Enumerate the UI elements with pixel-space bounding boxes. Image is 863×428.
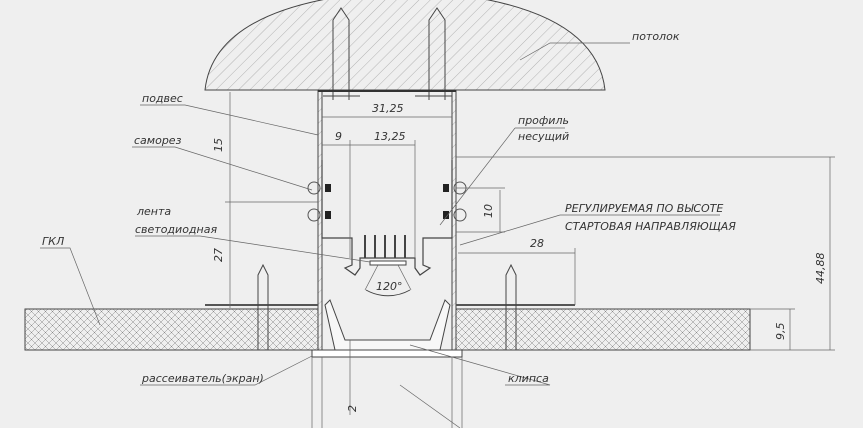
label-guide-2: СТАРТОВАЯ НАПРАВЛЯЮЩАЯ <box>565 220 736 233</box>
dimension-lines <box>225 92 835 415</box>
drywall-screws <box>252 263 522 351</box>
label-clip: клипса <box>508 372 549 385</box>
label-drywall: ГКЛ <box>42 235 64 248</box>
dim-diffuser-offset: 2 <box>346 405 359 412</box>
label-guide-1: РЕГУЛИРУЕМАЯ ПО ВЫСОТЕ <box>565 202 723 215</box>
drywall-board <box>24 308 319 351</box>
label-diffuser: рассеиватель(экран) <box>141 372 264 385</box>
screws <box>307 181 467 222</box>
label-hanger: подвес <box>142 92 183 105</box>
dim-screw-spacing: 10 <box>482 204 495 218</box>
dim-drywall-thickness: 9,5 <box>774 323 787 341</box>
dim-led-width: 13,25 <box>374 130 406 143</box>
drywall-board-right <box>455 308 751 351</box>
leader-lines <box>40 42 720 428</box>
clip <box>324 299 451 351</box>
ceiling-slab <box>204 0 606 91</box>
diffuser <box>311 349 463 358</box>
label-led-2: светодиодная <box>135 223 217 236</box>
dim-total-height: 44,88 <box>814 253 827 285</box>
dim-guide-width: 28 <box>530 237 544 250</box>
label-screw: саморез <box>134 134 182 147</box>
label-led-1: лента <box>136 205 171 218</box>
dim-offset: 9 <box>335 130 342 143</box>
label-profile-2: несущий <box>518 130 569 143</box>
ceiling-anchors <box>323 7 452 100</box>
dim-inner-width: 31,25 <box>372 102 404 115</box>
dim-upper-height: 15 <box>212 138 225 152</box>
label-profile-1: профиль <box>518 114 569 127</box>
led-heatsink <box>321 160 453 297</box>
dim-lower-height: 27 <box>212 248 225 262</box>
label-ceiling: потолок <box>632 30 680 43</box>
dim-beam-angle: 120° <box>376 280 403 293</box>
